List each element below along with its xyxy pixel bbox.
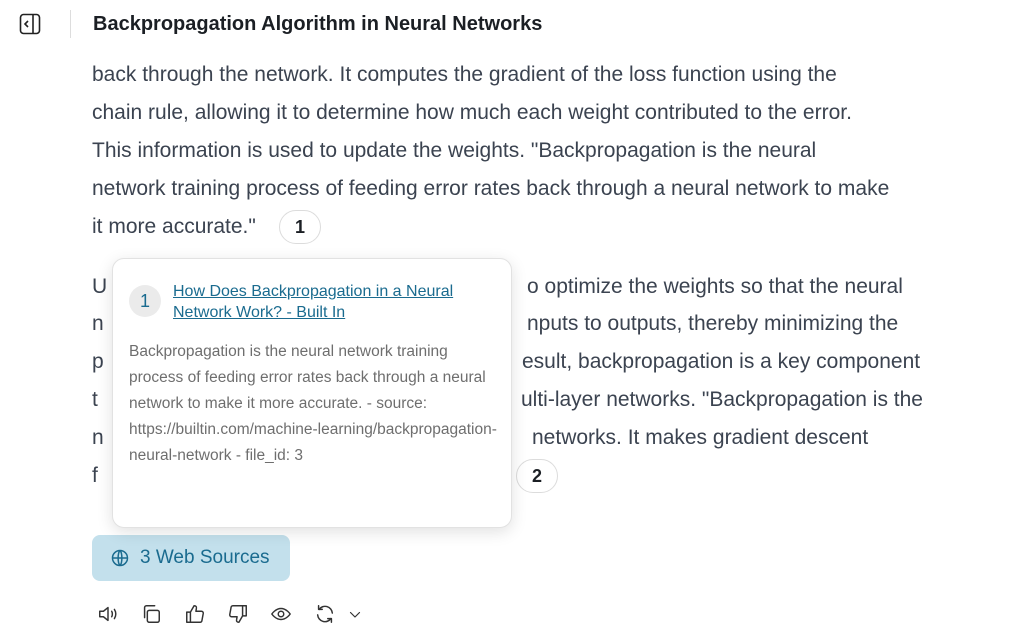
- view-button[interactable]: [270, 603, 292, 625]
- text-fragment: f: [92, 464, 98, 487]
- text-fragment: esult, backpropagation is a key componen…: [522, 350, 921, 373]
- text-fragment: nputs to outputs, thereby minimizing the: [527, 312, 899, 335]
- thumbs-up-button[interactable]: [184, 603, 206, 625]
- source-excerpt: Backpropagation is the neural network tr…: [129, 343, 497, 464]
- speaker-icon: [99, 606, 117, 622]
- thumbs-up-icon: [186, 605, 204, 623]
- text-line: it more accurate.": [92, 215, 256, 238]
- header-divider: [70, 10, 71, 38]
- regenerate-options-dropdown[interactable]: [346, 603, 364, 625]
- globe-icon: [111, 549, 129, 567]
- citation-badge-2[interactable]: 2: [516, 459, 558, 493]
- eye-icon: [271, 607, 291, 621]
- text-fragment: networks. It makes gradient descent: [532, 426, 869, 449]
- text-line: network training process of feeding erro…: [92, 177, 890, 200]
- text-line: chain rule, allowing it to determine how…: [92, 101, 852, 124]
- text-fragment: o optimize the weights so that the neura…: [527, 275, 903, 298]
- copy-button[interactable]: [140, 603, 162, 625]
- web-sources-button[interactable]: 3 Web Sources: [92, 535, 290, 581]
- text-fragment: t: [92, 388, 98, 411]
- text-fragment: n: [92, 426, 104, 449]
- text-line: back through the network. It computes th…: [92, 63, 837, 86]
- web-sources-label: 3 Web Sources: [140, 547, 270, 568]
- copy-icon: [143, 605, 160, 623]
- refresh-icon: [316, 605, 334, 623]
- thumbs-down-button[interactable]: [227, 603, 249, 625]
- text-fragment: n: [92, 312, 104, 335]
- sidebar-toggle-button[interactable]: [18, 12, 42, 36]
- citation-badge-1[interactable]: 1: [279, 210, 321, 244]
- source-link[interactable]: How Does Backpropagation in a Neural Net…: [173, 283, 454, 321]
- text-fragment: p: [92, 350, 104, 373]
- citation-popover: 1 How Does Backpropagation in a Neural N…: [112, 258, 512, 528]
- text-fragment: ulti-layer networks. "Backpropagation is…: [521, 388, 923, 411]
- chevron-down-icon: [349, 611, 361, 618]
- citation-number: 1: [129, 285, 161, 317]
- text-line: This information is used to update the w…: [92, 139, 817, 162]
- read-aloud-button[interactable]: [97, 603, 119, 625]
- thumbs-down-icon: [229, 605, 247, 623]
- text-fragment: U: [92, 275, 108, 298]
- regenerate-button[interactable]: [314, 603, 336, 625]
- page-title: Backpropagation Algorithm in Neural Netw…: [93, 13, 543, 35]
- sidebar-collapse-icon: [19, 13, 41, 35]
